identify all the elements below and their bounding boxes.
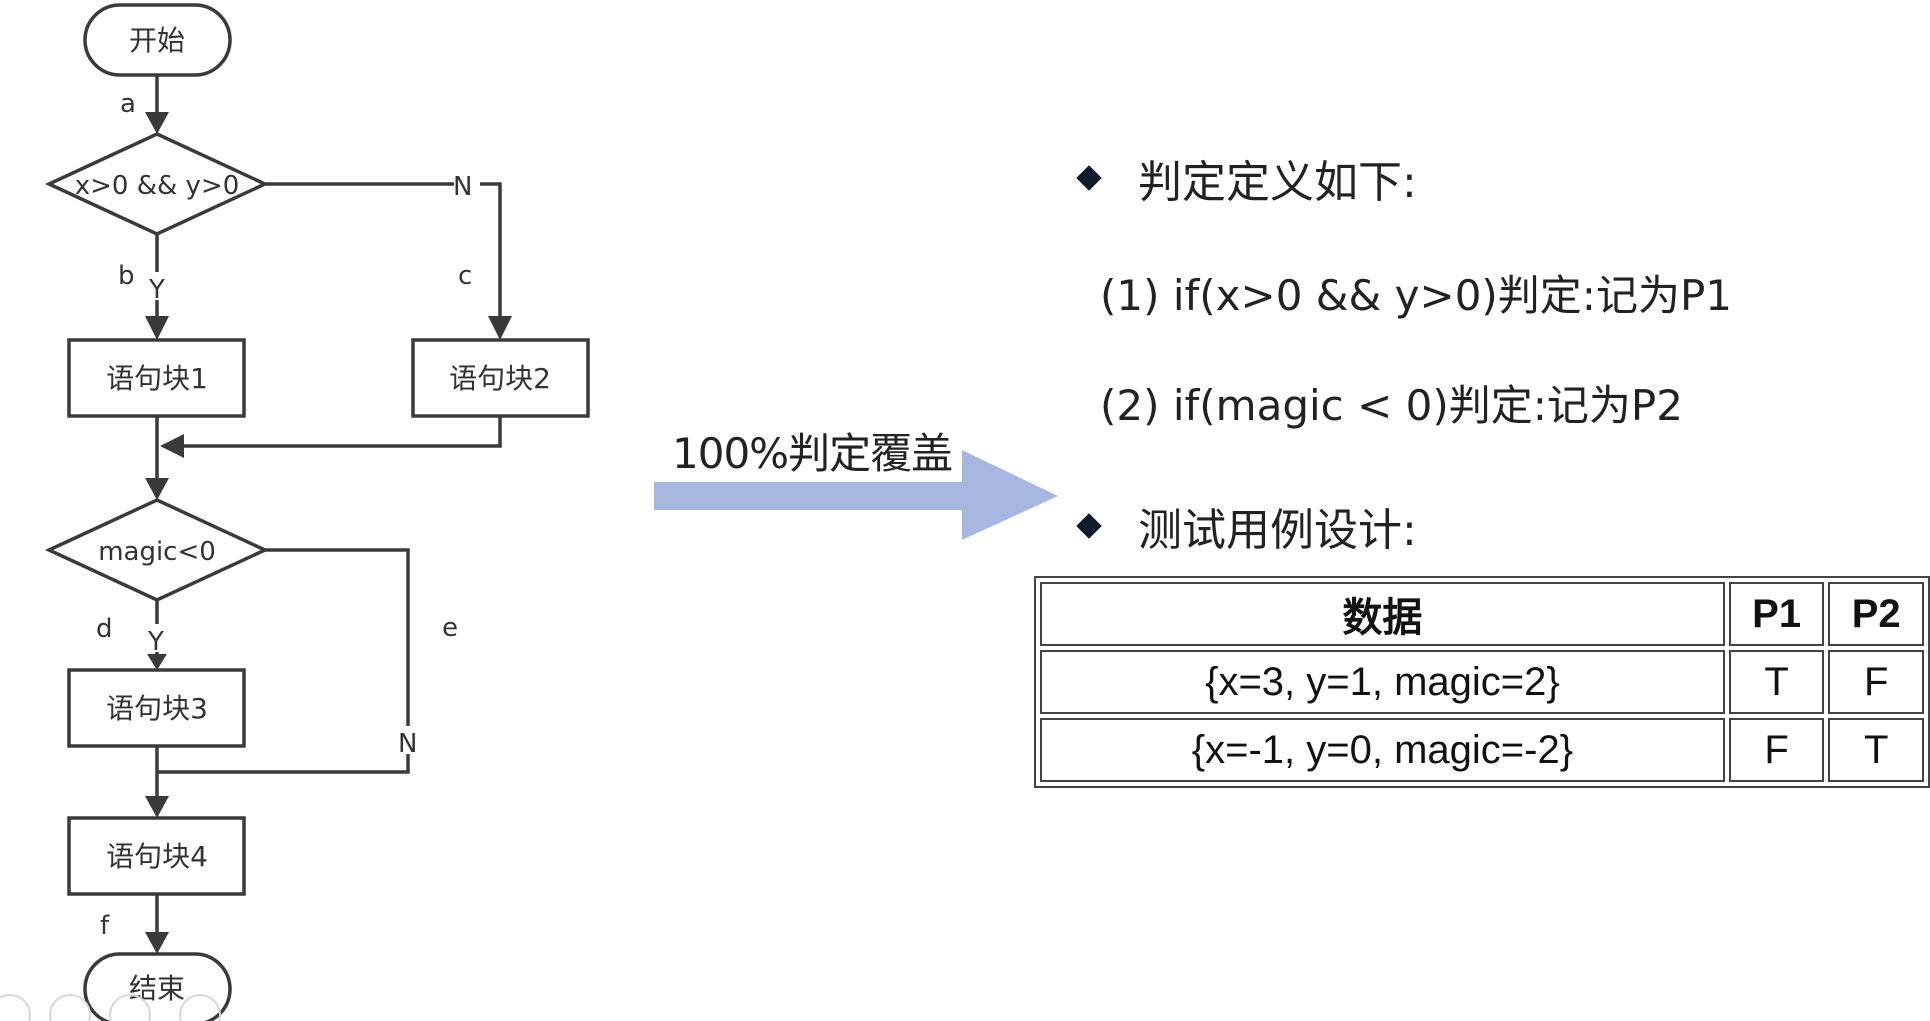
heading-test-case-design: 测试用例设计: bbox=[1076, 496, 1417, 556]
big-arrow bbox=[654, 450, 1058, 540]
header-data: 数据 bbox=[1040, 582, 1725, 646]
table-row: {x=3, y=1, magic=2} T F bbox=[1040, 650, 1924, 714]
edge-label-y2: Y bbox=[147, 627, 164, 657]
statement-block-1-label: 语句块1 bbox=[106, 362, 208, 395]
cell-data: {x=-1, y=0, magic=-2} bbox=[1040, 718, 1725, 782]
statement-block-2 bbox=[411, 338, 590, 418]
heading-2-text: 测试用例设计: bbox=[1138, 505, 1417, 556]
header-p2: P2 bbox=[1828, 582, 1924, 646]
header-p1: P1 bbox=[1728, 582, 1825, 646]
edge-label-f: f bbox=[100, 911, 110, 941]
statement-block-2-label: 语句块2 bbox=[449, 362, 551, 395]
edge-label-c: c bbox=[458, 261, 472, 291]
edge-label-y1: Y bbox=[148, 275, 165, 305]
edge-label-d: d bbox=[96, 614, 113, 644]
corner-toolbar bbox=[0, 994, 221, 1021]
diamond-bullet-icon bbox=[1076, 513, 1102, 539]
cell-p2: F bbox=[1828, 650, 1924, 714]
slides-icon[interactable] bbox=[49, 994, 91, 1021]
test-case-table: 数据 P1 P2 {x=3, y=1, magic=2} T F {x=-1, … bbox=[1034, 576, 1930, 788]
cell-p2: T bbox=[1828, 718, 1924, 782]
cell-p1: F bbox=[1728, 718, 1825, 782]
edge-label-b: b bbox=[118, 261, 135, 291]
decision-1-label: x>0 && y>0 bbox=[75, 171, 240, 201]
decision-item-2: (2) if(magic < 0)判定:记为P2 bbox=[1100, 380, 1683, 430]
start-label: 开始 bbox=[129, 24, 185, 57]
edge-label-a: a bbox=[120, 89, 136, 119]
statement-block-3 bbox=[67, 668, 246, 748]
table-row: {x=-1, y=0, magic=-2} F T bbox=[1040, 718, 1924, 782]
table-header-row: 数据 P1 P2 bbox=[1040, 582, 1924, 646]
diamond-bullet-icon bbox=[1076, 165, 1102, 191]
statement-block-4-label: 语句块4 bbox=[106, 840, 208, 873]
end-terminal bbox=[83, 952, 232, 1021]
heading-1-text: 判定定义如下: bbox=[1138, 157, 1417, 208]
pen-tool-icon[interactable] bbox=[0, 994, 31, 1021]
cell-p1: T bbox=[1728, 650, 1825, 714]
arrow-label: 100%判定覆盖 bbox=[672, 429, 953, 478]
flowchart-diagram: 开始 a x>0 && y>0 N c Y b 语句块1 语句块2 magic<… bbox=[44, 3, 590, 1021]
statement-block-4 bbox=[67, 816, 246, 896]
more-options-icon[interactable] bbox=[179, 994, 221, 1021]
heading-decision-definitions: 判定定义如下: bbox=[1076, 148, 1417, 208]
end-label: 结束 bbox=[129, 972, 185, 1005]
edge-label-n1: N bbox=[453, 172, 472, 202]
edge-label-e: e bbox=[442, 613, 458, 643]
edge-label-n2: N bbox=[398, 729, 417, 759]
statement-block-3-label: 语句块3 bbox=[106, 692, 208, 725]
cell-data: {x=3, y=1, magic=2} bbox=[1040, 650, 1725, 714]
decision-2-label: magic<0 bbox=[98, 537, 216, 567]
zoom-icon[interactable] bbox=[109, 994, 151, 1021]
decision-item-1: (1) if(x>0 && y>0)判定:记为P1 bbox=[1100, 270, 1733, 320]
